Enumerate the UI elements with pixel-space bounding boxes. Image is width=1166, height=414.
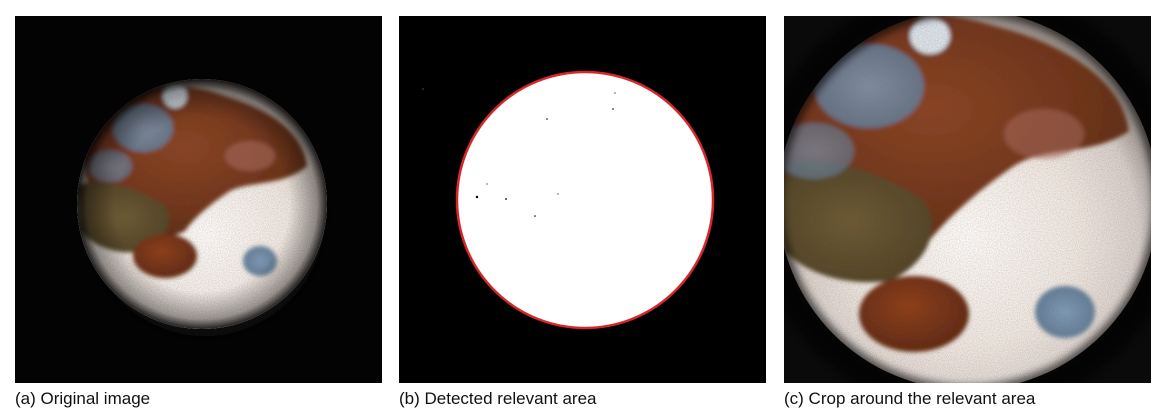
original-image-panel: [15, 16, 382, 383]
mask-noise-specks: [475, 108, 614, 217]
original-dermoscopy-image: [15, 16, 382, 383]
caption-detected-area: (b) Detected relevant area: [399, 389, 597, 408]
detected-area-mask: [399, 16, 766, 383]
relevant-area-circle: [455, 70, 715, 330]
cropped-image-panel: [784, 16, 1151, 383]
cropped-dermoscopy-image: [784, 16, 1151, 383]
caption-crop-area: (c) Crop around the relevant area: [784, 389, 1036, 408]
detected-area-panel: [399, 16, 766, 383]
caption-original-image: (a) Original image: [15, 389, 151, 408]
